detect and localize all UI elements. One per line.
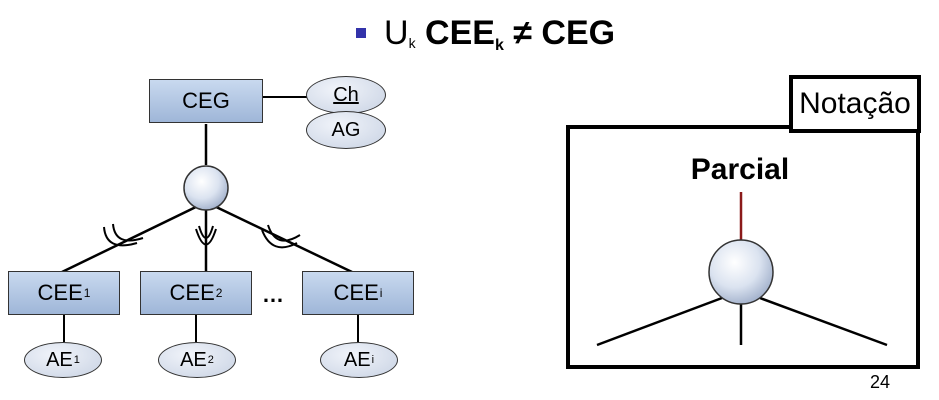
child-attr-sub-3: i: [371, 354, 375, 366]
ellipsis-dots: …: [262, 282, 285, 307]
partial-arc-left-2: [112, 223, 144, 242]
attr-ellipse-bottom: AG: [306, 111, 386, 149]
attr-bottom-label: AG: [331, 118, 361, 141]
partial-arc-right-1: [267, 224, 301, 242]
child-attr-label-1: AE: [46, 348, 73, 371]
formula-rest: ≠ CEG: [503, 14, 616, 52]
title-formula: Uk CEEk ≠ CEG: [384, 14, 615, 55]
child-entity-sub-3: i: [379, 286, 383, 300]
notation-tab-label: Notação: [799, 87, 911, 120]
attr-top-label: Ch: [333, 83, 359, 106]
child-entity-label-1: CEE: [37, 280, 83, 305]
partial-arc-left-1: [103, 226, 138, 247]
child-attr-sub-1: 1: [73, 354, 80, 366]
root-entity-box: CEG: [149, 79, 263, 123]
partial-arc-right-2: [261, 229, 298, 249]
cee-subscript: k: [494, 37, 504, 54]
union-symbol: U: [384, 14, 409, 52]
notation-branch-right: [759, 296, 888, 347]
child-attr-sub-2: 2: [207, 354, 214, 366]
root-entity-label: CEG: [182, 88, 230, 113]
node-to-child1-line: [61, 203, 201, 274]
page-number: 24: [870, 372, 891, 392]
child-entity-label-3: CEE: [333, 280, 379, 305]
child-attr-label-3: AE: [343, 348, 371, 371]
child-entity-sub-2: 2: [215, 286, 223, 300]
cee-text: CEE: [425, 14, 495, 52]
node-to-child3-line: [211, 203, 353, 274]
partial-arc-mid-2: [198, 225, 214, 239]
notation-branch-left: [596, 296, 723, 347]
partial-arc-mid-1: [195, 228, 217, 246]
notation-tab: Notação: [789, 75, 921, 133]
bullet-marker: [356, 28, 366, 38]
child-attr-label-2: AE: [180, 348, 207, 371]
specialization-node: [183, 165, 229, 211]
notation-node: [708, 239, 774, 305]
attr-ellipse-top: Ch: [306, 76, 386, 114]
child-entity-sub-1: 1: [83, 286, 91, 300]
child-entity-label-2: CEE: [169, 280, 215, 305]
union-subscript: k: [408, 35, 416, 51]
notation-type-label: Parcial: [690, 153, 790, 186]
